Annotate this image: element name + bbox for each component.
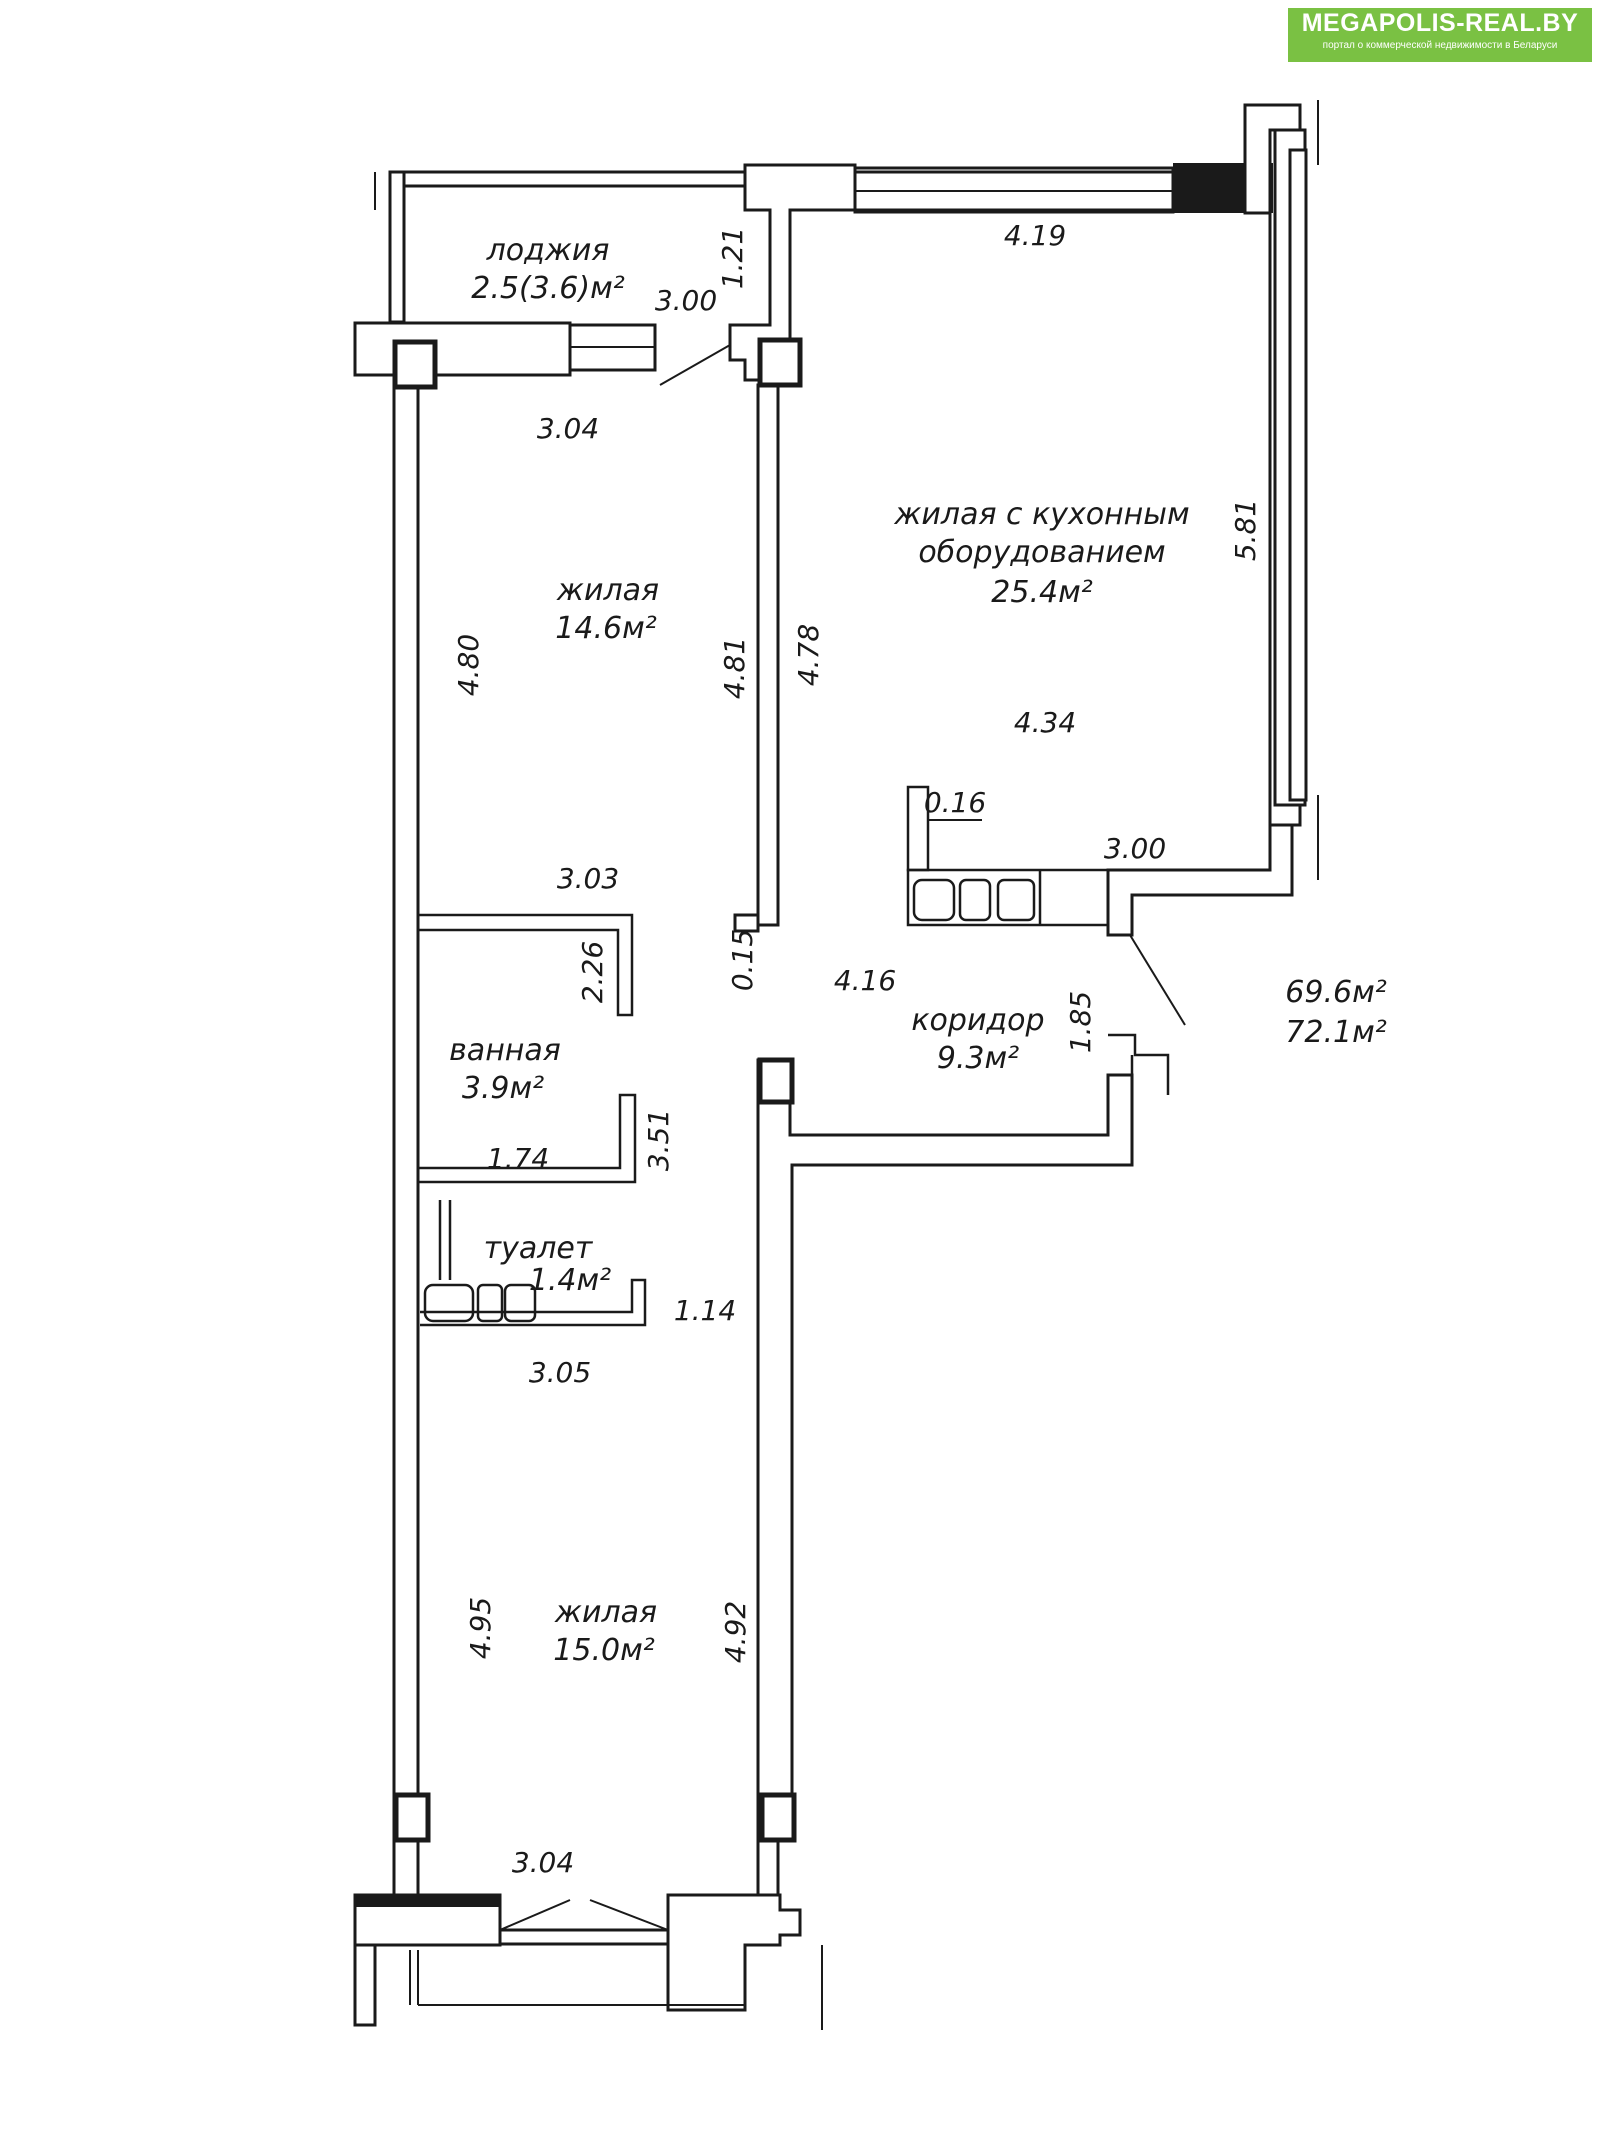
- total-area-2: 72.1м²: [1285, 1015, 1386, 1050]
- room-toilet-area: 1.4м²: [529, 1263, 611, 1298]
- dim-5-81: 5.81: [1229, 499, 1262, 561]
- column-corridor: [757, 1057, 795, 1105]
- column-bottom-right: [759, 1792, 797, 1843]
- column-bottom-left: [393, 1792, 431, 1843]
- wall-left: [392, 378, 420, 1912]
- dim-3-00-kitchen: 3.00: [1104, 832, 1166, 865]
- room-loggia-name: лоджия: [486, 233, 610, 268]
- washbasin-icon: [503, 1283, 537, 1323]
- room-loggia-area: 2.5(3.6)м²: [471, 271, 625, 306]
- wall-partition-upper: [756, 383, 780, 927]
- wall-top-left: [353, 321, 572, 377]
- room-bedroom-top-name: жилая: [556, 573, 659, 608]
- dim-0-15: 0.15: [726, 929, 759, 991]
- dim-1-85: 1.85: [1064, 991, 1097, 1053]
- dim-4-92: 4.92: [719, 1601, 752, 1663]
- dim-0-16: 0.16: [924, 786, 986, 819]
- dim-2-26: 2.26: [576, 941, 609, 1003]
- room-living-kitchen-name-2: оборудованием: [918, 535, 1165, 570]
- wall-bottom-left-dark: [355, 1895, 500, 1907]
- dim-1-74: 1.74: [487, 1142, 549, 1175]
- room-bedroom-bottom-name: жилая: [554, 1595, 657, 1630]
- dim-3-51: 3.51: [642, 1109, 675, 1171]
- dim-4-81: 4.81: [718, 637, 751, 699]
- dim-3-05: 3.05: [529, 1356, 591, 1389]
- room-living-kitchen-name-1: жилая с кухонным: [893, 497, 1189, 532]
- toilet-bowl-icon: [476, 1283, 504, 1323]
- room-bathroom-area: 3.9м²: [462, 1071, 544, 1106]
- bath-fixture-icon: [423, 1283, 475, 1323]
- logo-subtitle: портал о коммерческой недвижимости в Бел…: [1322, 40, 1558, 51]
- wall-corner-top-right: [1243, 103, 1302, 215]
- wall-partition-lower: [756, 1058, 1134, 1912]
- wall-bottom-right-block: [666, 1893, 802, 2012]
- loggia-left-wall: [388, 170, 406, 324]
- column-top-middle: [757, 337, 803, 388]
- bottom-door-swing-right: [589, 1899, 669, 1931]
- dim-1-21: 1.21: [716, 227, 749, 289]
- entrance-door-swing: [1129, 934, 1186, 1026]
- kitchen-counter: [906, 868, 1110, 927]
- entrance-door-frame: [1108, 1033, 1170, 1100]
- total-area-1: 69.6м²: [1285, 975, 1386, 1010]
- logo-title: MEGAPOLIS-REAL.BY: [1301, 9, 1579, 37]
- dim-4-95: 4.95: [464, 1597, 497, 1659]
- bottom-door-swing-left: [499, 1899, 571, 1931]
- dim-4-80: 4.80: [452, 634, 485, 696]
- wall-kitchen-bottom: [1106, 823, 1294, 937]
- dim-3-00-loggia: 3.00: [655, 284, 717, 317]
- room-bedroom-top-area: 14.6м²: [555, 611, 656, 646]
- dim-3-04-bottom: 3.04: [512, 1846, 574, 1879]
- partition-bedroom-bathroom: [418, 913, 634, 1017]
- dim-4-78: 4.78: [792, 624, 825, 686]
- oven-icon: [996, 878, 1036, 922]
- loggia-top-wall: [388, 170, 752, 188]
- window-bottom: [498, 1928, 670, 1946]
- room-corridor-area: 9.3м²: [937, 1041, 1019, 1076]
- partition-bathroom-toilet: [418, 1093, 637, 1184]
- dim-4-34: 4.34: [1014, 706, 1076, 739]
- dim-4-19: 4.19: [1004, 219, 1066, 252]
- dim-3-03: 3.03: [557, 862, 619, 895]
- sink-icon: [912, 878, 956, 922]
- megapolis-logo-badge[interactable]: MEGAPOLIS-REAL.BY портал о коммерческой …: [1288, 8, 1592, 62]
- dim-4-16: 4.16: [834, 964, 896, 997]
- room-living-kitchen-area: 25.4м²: [991, 575, 1092, 610]
- loggia-door-swing: [659, 344, 731, 386]
- room-corridor-name: коридор: [911, 1003, 1044, 1038]
- room-toilet-name: туалет: [484, 1231, 594, 1266]
- partition-toilet-bottom: [420, 1278, 647, 1327]
- wall-partition-stub: [733, 913, 760, 933]
- column-top-left: [392, 339, 438, 390]
- kitchen-upright: [906, 785, 930, 872]
- stove-icon: [958, 878, 992, 922]
- loggia-bottom-left-wall: [353, 1943, 377, 2027]
- room-bedroom-bottom-area: 15.0м²: [553, 1633, 654, 1668]
- wall-right-inner: [1288, 148, 1308, 802]
- dim-1-14: 1.14: [674, 1294, 736, 1327]
- room-bathroom-name: ванная: [449, 1033, 561, 1068]
- dim-3-04-top: 3.04: [537, 412, 599, 445]
